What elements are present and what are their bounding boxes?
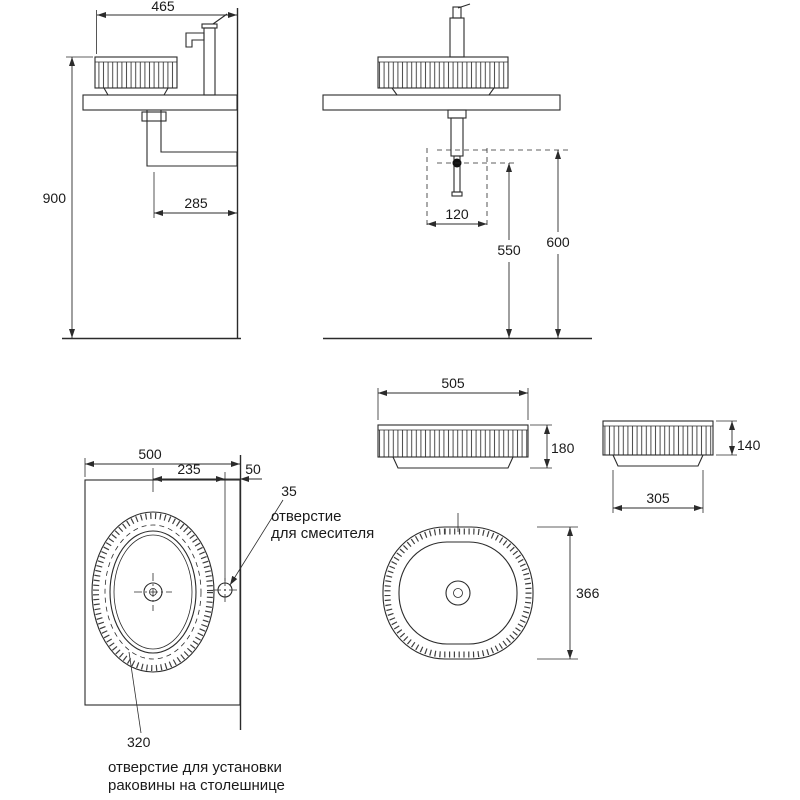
drain-elbow-pipe bbox=[146, 109, 238, 167]
faucet-body bbox=[203, 27, 216, 96]
dim-900-label: 900 bbox=[43, 190, 67, 206]
drain-coupling bbox=[141, 111, 167, 122]
faucet-lever bbox=[212, 13, 228, 25]
sink-base-side bbox=[103, 87, 169, 96]
mixer-hole-label-line1: отверстие bbox=[271, 508, 341, 525]
basin-opening bbox=[109, 530, 197, 654]
faucet-stem bbox=[452, 6, 462, 19]
sink-flutes bbox=[378, 62, 508, 88]
countertop-front bbox=[322, 94, 561, 111]
dim-465-label: 465 bbox=[151, 0, 175, 14]
drain-pipe-icon bbox=[141, 109, 238, 167]
leader-line bbox=[229, 499, 284, 586]
view-top-countertop: 500 235 50 35 отверстие для смесителя 32… bbox=[84, 446, 374, 794]
dim-600: 600 bbox=[546, 150, 570, 338]
dim-120-label: 120 bbox=[445, 206, 469, 222]
faucet-icon bbox=[185, 13, 228, 96]
dim-305: 305 bbox=[612, 470, 704, 513]
dim-320-label: 320 bbox=[127, 734, 151, 750]
sink-flutes bbox=[603, 426, 713, 455]
drain-circle bbox=[445, 580, 471, 606]
dim-120: 120 bbox=[426, 148, 488, 228]
countertop-side bbox=[82, 94, 238, 111]
sink-rib-ring bbox=[93, 513, 213, 671]
dim-465: 465 bbox=[96, 0, 237, 54]
dim-500-label: 500 bbox=[138, 446, 162, 462]
sink-rib-ring bbox=[384, 528, 532, 658]
dim-550: 550 bbox=[497, 163, 521, 338]
view-side-installation: 465 900 285 bbox=[43, 0, 241, 340]
dim-235-label: 235 bbox=[177, 461, 201, 477]
dim-285-label: 285 bbox=[184, 195, 208, 211]
dim-600-label: 600 bbox=[546, 234, 570, 250]
faucet-icon bbox=[449, 3, 471, 58]
mixer-hole-label-line2: для смесителя bbox=[271, 525, 374, 542]
drain-flange bbox=[447, 109, 467, 119]
dim-505: 505 bbox=[377, 375, 529, 420]
view-front-installation: 120 550 600 bbox=[322, 3, 592, 340]
view-front-sink: 505 180 bbox=[377, 375, 575, 469]
view-side-sink: 140 305 bbox=[602, 420, 761, 513]
leader-line bbox=[128, 651, 142, 734]
drain-inner-circle bbox=[453, 588, 463, 598]
dim-50-label: 50 bbox=[245, 461, 261, 477]
faucet-spout bbox=[185, 32, 205, 48]
view-top-sink: 366 bbox=[382, 513, 600, 660]
install-hole-label-line1: отверстие для установки bbox=[108, 759, 282, 776]
dim-50: 50 bbox=[225, 461, 262, 482]
sink-base bbox=[612, 454, 704, 467]
sink-base-front bbox=[390, 87, 496, 96]
dim-35-label: 35 bbox=[281, 483, 297, 499]
faucet-body bbox=[449, 17, 465, 58]
dim-285: 285 bbox=[153, 172, 237, 218]
basin-inner-line bbox=[113, 534, 193, 650]
drain-pipe-icon bbox=[447, 109, 467, 197]
dim-500: 500 bbox=[84, 446, 240, 477]
sink-flutes bbox=[95, 62, 177, 88]
callout-cutout: 320 отверстие для установки раковины на … bbox=[108, 651, 285, 794]
dim-900: 900 bbox=[43, 56, 93, 338]
dim-550-label: 550 bbox=[497, 242, 521, 258]
dim-366: 366 bbox=[537, 526, 600, 660]
countertop-cutout-hidden-line bbox=[104, 524, 202, 660]
dim-180-label: 180 bbox=[551, 440, 575, 456]
dim-505-label: 505 bbox=[441, 375, 465, 391]
install-hole-label-line2: раковины на столешнице bbox=[108, 777, 285, 794]
basin-opening bbox=[398, 541, 518, 645]
dim-180: 180 bbox=[530, 424, 575, 469]
sink-flutes bbox=[378, 430, 528, 457]
drain-cap bbox=[451, 191, 463, 197]
faucet-cap bbox=[201, 23, 218, 29]
dim-140: 140 bbox=[716, 420, 761, 456]
dim-305-label: 305 bbox=[646, 490, 670, 506]
dim-235: 235 bbox=[152, 461, 226, 581]
callout-faucet-hole: 35 отверстие для смесителя bbox=[229, 483, 374, 586]
dim-366-label: 366 bbox=[576, 585, 600, 601]
dim-140-label: 140 bbox=[737, 437, 761, 453]
faucet-lever bbox=[457, 3, 471, 9]
sink-base bbox=[392, 456, 514, 469]
sink-outer-rim bbox=[91, 511, 215, 673]
